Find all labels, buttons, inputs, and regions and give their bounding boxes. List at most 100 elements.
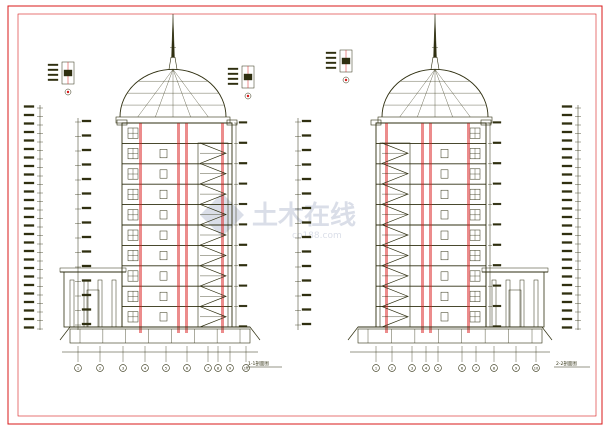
section-marker-dot (246, 94, 250, 98)
tower-dimension-text (238, 325, 248, 328)
dimension-text-block (81, 148, 92, 152)
dimension-text-block (561, 181, 573, 185)
dimension-text-block (301, 279, 312, 282)
dimension-text-block (561, 283, 573, 287)
dimension-text-block (301, 221, 312, 224)
podium-cornice (59, 267, 127, 273)
axis-label: 10 (244, 367, 249, 371)
dimension-text-block (561, 309, 573, 312)
tower-dimension-text (492, 264, 502, 267)
axis-bubble (96, 364, 104, 372)
axis-label: 4 (144, 367, 147, 371)
window (159, 230, 168, 240)
dimension-text-block (301, 250, 312, 253)
axis-bubble (74, 364, 82, 372)
dimension-text-block (561, 164, 573, 168)
tower-dimension-text (492, 182, 502, 185)
dimension-text-block (561, 139, 573, 142)
dimension-text-block (23, 292, 35, 295)
dimension-text-block (301, 163, 312, 166)
section-marker-icon (64, 88, 72, 96)
window (440, 189, 449, 199)
callout-note (47, 63, 59, 66)
section-marker-icon (244, 92, 252, 100)
podium-column (533, 279, 539, 328)
tower-dimension-text (238, 182, 248, 185)
tower-dimension-text (238, 304, 248, 308)
callout-note (227, 77, 239, 80)
dimension-text-block (561, 258, 573, 261)
podium-column (83, 279, 89, 328)
dimension-text-block (561, 207, 573, 210)
dimension-text-block (23, 215, 35, 219)
axis-label: 7 (475, 367, 477, 371)
dimension-text-block (23, 105, 35, 108)
tower-dimension-text (492, 284, 502, 287)
window (159, 210, 168, 220)
axis-label: 8 (217, 367, 220, 371)
tower-dimension-text (492, 121, 502, 124)
podium-column (519, 279, 525, 328)
tower-dimension-text (238, 264, 248, 267)
window (159, 189, 168, 199)
dimension-text-block (23, 164, 35, 168)
axis-bubble (512, 364, 520, 372)
podium-door (508, 289, 522, 328)
window (440, 210, 449, 220)
dimension-text-block (561, 105, 573, 108)
dome-drum (115, 116, 231, 124)
dimension-text-block (23, 258, 35, 261)
axis-label: 2 (391, 367, 393, 371)
podium-column (491, 279, 497, 328)
section-marker-dot (344, 78, 348, 82)
callout-note (325, 61, 337, 64)
dimension-text-block (23, 198, 35, 202)
axis-bubble (372, 364, 380, 372)
detail-hatch (243, 73, 253, 81)
dimension-text-block (81, 293, 92, 297)
axis-bubble (434, 364, 442, 372)
sheet-inner-border (17, 13, 597, 417)
lantern (168, 57, 178, 70)
dimension-text-block (23, 130, 35, 134)
ground-slope (59, 326, 261, 341)
dimension-text-block (23, 207, 35, 210)
dimension-text-block (23, 224, 35, 227)
watermark-sub: co188.com (292, 231, 342, 241)
axis-label: 9 (515, 367, 518, 371)
dimension-text-block (561, 147, 573, 151)
dimension-text-block (81, 192, 92, 195)
dimension-text-block (301, 293, 312, 297)
dimension-text-block (81, 177, 92, 181)
window (440, 149, 449, 159)
axis-label: 3 (122, 367, 124, 371)
dimension-text-block (301, 134, 312, 137)
dimension-text-block (561, 190, 573, 193)
window (440, 291, 449, 301)
dimension-text-block (81, 206, 92, 210)
section-marker-icon (342, 76, 350, 84)
dimension-text-block (23, 113, 35, 117)
ground-slope (347, 326, 553, 341)
watermark: 土木在线 co188.com (200, 193, 356, 241)
detail-hatch (341, 57, 351, 65)
window (440, 271, 449, 281)
dimension-text-block (301, 119, 312, 123)
dimension-text-block (81, 308, 92, 311)
axis-label: 1 (375, 367, 377, 371)
left-section-title: 1-1剖面图 (248, 360, 269, 367)
axis-label: 5 (165, 367, 167, 371)
dimension-text-block (23, 326, 35, 329)
axis-bubble (490, 364, 498, 372)
watermark-text: 土木在线 (252, 201, 356, 231)
callout-note (325, 56, 337, 59)
tower-dimension-text (492, 141, 502, 144)
tower-dimension-text (238, 223, 248, 226)
detail-callout-icon (325, 49, 353, 84)
callout-note (47, 78, 59, 81)
dimension-text-block (301, 308, 312, 311)
dimension-text-block (23, 309, 35, 312)
foundation-band (69, 328, 251, 344)
axis-label: 4 (425, 367, 428, 371)
